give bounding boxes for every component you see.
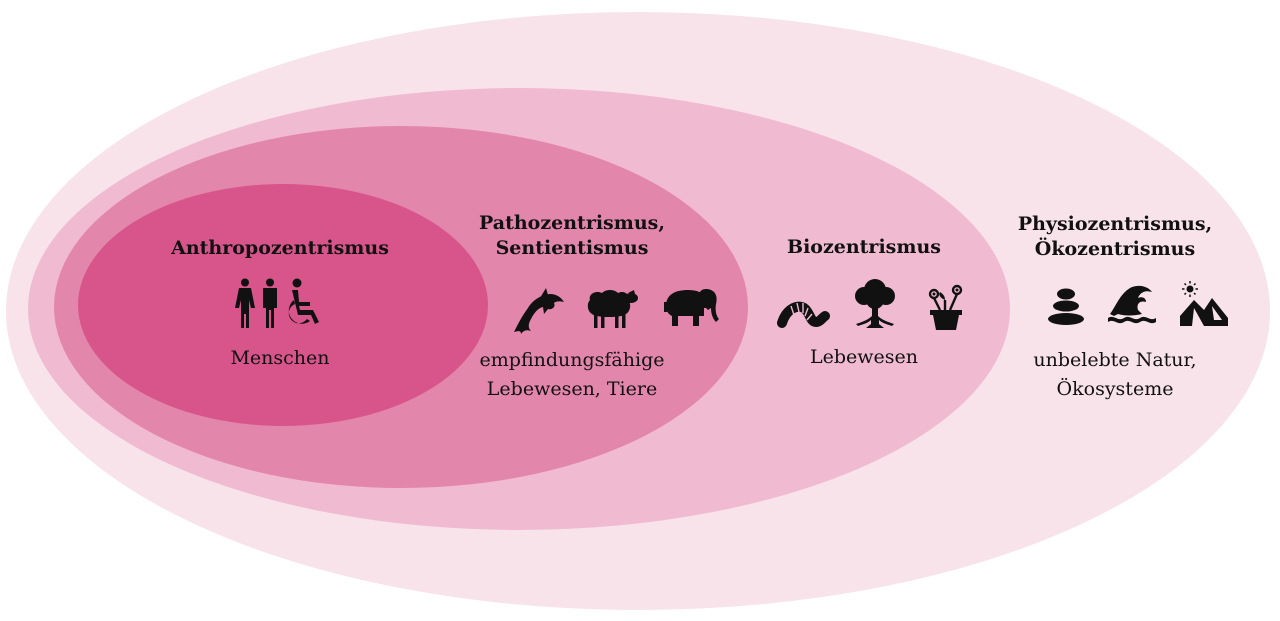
anthropozentrismus-ring (78, 184, 488, 426)
physiozentrismus-desc-line1: unbelebte Natur, (1033, 349, 1197, 371)
dolphin-icon (510, 286, 566, 334)
tree-icon (852, 278, 898, 330)
physiozentrismus-desc-line2: Ökosysteme (1056, 378, 1174, 400)
wave-icon (1108, 284, 1158, 326)
pathozentrismus-title: Pathozentrismus, Sentientismus (479, 211, 665, 261)
pathozentrismus-title-line1: Pathozentrismus, (479, 212, 665, 234)
sheep-icon (584, 288, 640, 330)
stacked-stones-icon (1046, 288, 1086, 326)
worm-icon (776, 296, 830, 330)
physiozentrismus-title-line1: Physiozentrismus, (1017, 213, 1213, 235)
physiozentrismus-title-line2: Ökozentrismus (1034, 238, 1196, 260)
anthropozentrismus-title: Anthropozentrismus (171, 236, 389, 261)
lebewesen-label: Lebewesen (809, 346, 919, 368)
physiozentrismus-title: Physiozentrismus, Ökozentrismus (1018, 212, 1212, 262)
biozentrismus-desc: Lebewesen (810, 343, 918, 372)
elephant-icon (664, 286, 720, 328)
anthropozentrismus-title-text: Anthropozentrismus (171, 237, 389, 259)
biozentrismus-title: Biozentrismus (787, 235, 941, 260)
pathozentrismus-desc-line2: Lebewesen, Tiere (486, 378, 658, 400)
biozentrismus-title-text: Biozentrismus (787, 236, 941, 258)
menschen-label: Menschen (230, 347, 330, 369)
people-icon (234, 278, 284, 330)
anthropozentrismus-desc: Menschen (230, 344, 329, 373)
physiozentrismus-desc: unbelebte Natur, Ökosysteme (1033, 346, 1196, 404)
pathozentrismus-title-line2: Sentientismus (495, 237, 649, 259)
wheelchair-icon (286, 278, 324, 330)
potted-plant-icon (924, 282, 968, 332)
pathozentrismus-desc-line1: empfindungsfähige (479, 349, 665, 371)
pathozentrismus-desc: empfindungsfähige Lebewesen, Tiere (480, 346, 665, 404)
mountain-sun-icon (1178, 280, 1230, 328)
